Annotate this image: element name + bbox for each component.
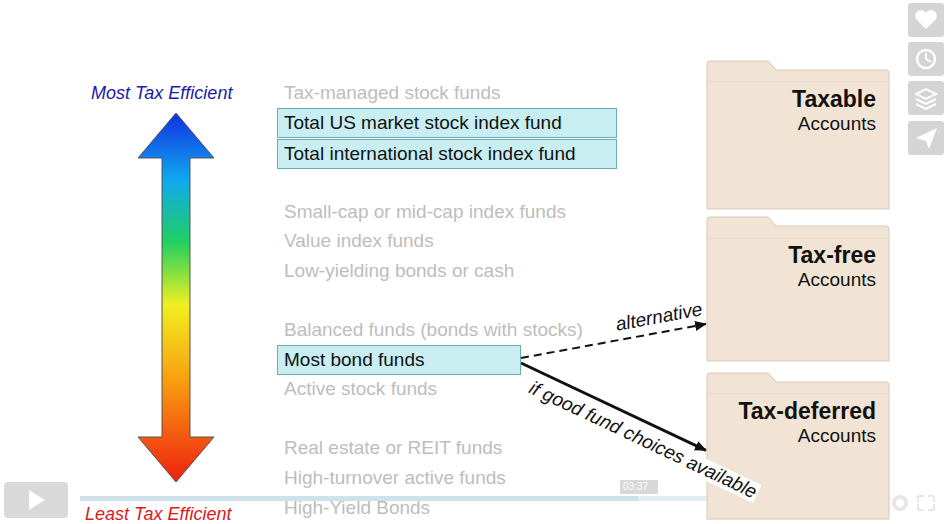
highlight-box: Most bond funds: [277, 345, 521, 375]
folder-shape: [706, 60, 890, 210]
efficiency-arrow: [138, 113, 214, 482]
fund-type: Value index funds: [284, 230, 434, 252]
fund-name: Most bond funds: [278, 346, 520, 374]
fund-type: High-turnover active funds: [284, 467, 506, 489]
account-folder: Tax-freeAccounts: [706, 216, 890, 362]
scale-bottom-label: Least Tax Efficient: [85, 503, 231, 524]
folder-title: Tax-free: [706, 242, 890, 268]
fund-type: Low-yielding bonds or cash: [284, 260, 514, 282]
folder-subtitle: Accounts: [706, 424, 890, 448]
edge-label: alternative: [612, 299, 706, 335]
fund-name: Total US market stock index fund: [278, 109, 616, 137]
time-tooltip: 03:37: [623, 481, 648, 493]
fund-type: Small-cap or mid-cap index funds: [284, 201, 566, 223]
highlight-box: Total US market stock index fund: [277, 108, 617, 138]
folder-subtitle: Accounts: [706, 112, 890, 136]
account-folder: TaxableAccounts: [706, 60, 890, 210]
folder-title: Tax-deferred: [706, 398, 890, 424]
folder-title: Taxable: [706, 86, 890, 112]
fund-type: Real estate or REIT funds: [284, 437, 502, 459]
fund-type: High-Yield Bonds: [284, 497, 430, 519]
fund-type: Active stock funds: [284, 378, 437, 400]
fund-type: Tax-managed stock funds: [284, 82, 501, 104]
fund-type: Balanced funds (bonds with stocks): [284, 319, 583, 341]
side-icons: [908, 3, 944, 155]
highlight-box: Total international stock index fund: [277, 139, 617, 169]
account-folder: Tax-deferredAccounts: [706, 372, 890, 520]
folder-subtitle: Accounts: [706, 268, 890, 292]
scale-top-label: Most Tax Efficient: [91, 82, 232, 104]
fund-name: Total international stock index fund: [278, 140, 616, 168]
